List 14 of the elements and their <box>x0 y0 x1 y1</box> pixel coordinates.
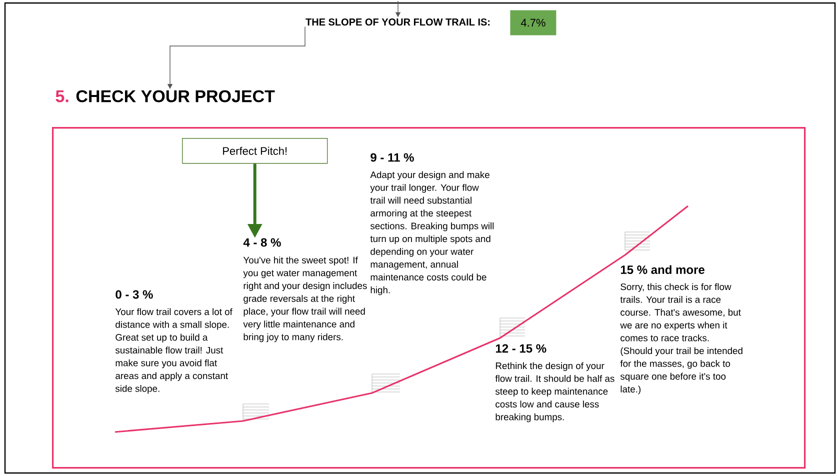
range-heading: 15 % and more <box>620 265 704 274</box>
range-heading: 12 - 15 % <box>496 344 546 353</box>
range-description: Your flow trail covers a lot of distance with a small slope. Great set up to build a sustainable flow trail! Just make sure you avoid flat areas and apply a constant side slope. <box>115 308 232 394</box>
value-box: 4.7% <box>510 10 556 36</box>
heading-text: THE SLOPE OF YOUR FLOW TRAIL IS: <box>306 18 490 26</box>
callout-box: Perfect Pitch! <box>182 138 328 164</box>
frame-box <box>52 127 806 469</box>
range-description: Adapt your design and make your trail longer. Your flow trail will need substantial armoring at the steepest sections. Breaking bumps will turn up on multiple spots and depending on your water management, annual maintenance costs could be high. <box>370 171 494 296</box>
range-heading: 0 - 3 % <box>116 290 153 299</box>
range-description: Rethink the design of your flow trail. It should be half as steep to keep maintenance costs low and cause less breaking bumps. <box>495 362 614 422</box>
range-description: 4 - 8 % You've hit the sweet spot! If you get water management right and your design includes grade reversals at the right place, your flow trail will need very little maintenance and bring joy to many riders. <box>243 238 367 342</box>
range-description: Sorry, this check is for flow trails. Your trail is a race course. That's awesome, but we are no experts when it comes to race tracks. (Should your trail be intended for the masses, go back to square one before it's too late.) <box>620 283 742 394</box>
section-heading: 5. CHECK YOUR PROJECT <box>56 90 275 102</box>
range-heading: 9 - 11 % <box>370 153 414 162</box>
